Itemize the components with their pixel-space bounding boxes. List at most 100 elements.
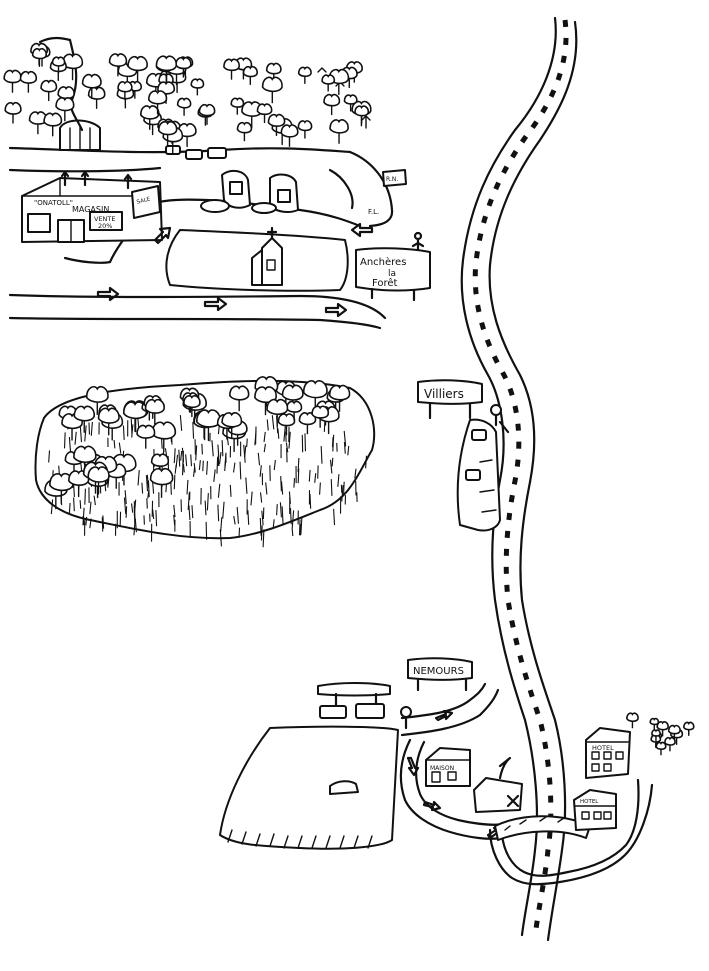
tree-icon: [73, 405, 95, 433]
tree-icon: [51, 56, 66, 74]
tree-icon: [127, 55, 148, 83]
tree-icon: [261, 76, 283, 104]
villiers-area: Villiers: [417, 379, 510, 532]
vente-percent-label: 20%: [98, 222, 112, 230]
tree-icon: [28, 111, 48, 135]
tree-icon: [61, 53, 84, 81]
tree-icon: [87, 86, 106, 109]
shop-side-sign-label: SALE: [136, 196, 151, 206]
ancheres-sign-line2: la: [388, 269, 396, 279]
tree-icon: [81, 73, 102, 100]
tree-icon: [147, 90, 168, 115]
tree-icon: [55, 96, 75, 122]
ancheres-sign-line3: Forêt: [372, 277, 398, 289]
tree-icon: [49, 472, 74, 505]
magasin-shop: "ONATOLL" MAGASIN VENTE 20% SALE: [21, 170, 163, 243]
tree-icon: [221, 412, 243, 439]
tree-icon: [236, 121, 253, 142]
tree-icon: [302, 380, 328, 412]
fl-label: F.L.: [368, 208, 379, 216]
tree-icon: [311, 405, 330, 428]
tree-icon: [256, 103, 273, 124]
bridge: [494, 815, 591, 841]
tree-icon: [122, 401, 148, 433]
tree-icon: [151, 421, 177, 453]
tree-icon: [108, 53, 128, 77]
tree-icon: [354, 105, 370, 124]
tree-icon: [190, 78, 205, 96]
tree-icon: [297, 120, 313, 139]
cars-top: [165, 145, 227, 160]
tree-icon: [31, 47, 47, 67]
tree-icon: [176, 97, 192, 116]
tree-icon: [280, 124, 299, 147]
tree-icon: [87, 466, 110, 495]
traffic-arrows: [96, 222, 374, 318]
tree-icon: [195, 409, 221, 442]
tree-icon: [149, 467, 174, 498]
tree-icon: [242, 65, 258, 86]
tree-icon: [19, 70, 38, 93]
tree-icon: [664, 736, 676, 752]
tree-icon: [343, 94, 358, 112]
tree-icon: [626, 712, 639, 729]
tree-icon: [155, 55, 177, 83]
tree-icon: [223, 58, 240, 80]
top-inset-service-area: "ONATOLL" MAGASIN VENTE 20% SALE: [8, 36, 431, 330]
tree-icon: [667, 724, 681, 741]
tree-icon: [683, 721, 695, 737]
magasin-quote-label: "ONATOLL": [34, 199, 73, 207]
tree-icon: [117, 80, 133, 101]
tree-icon: [40, 79, 58, 102]
tree-icon: [136, 424, 156, 449]
tree-icon: [198, 103, 216, 125]
tree-icon: [323, 93, 341, 116]
tree-icon: [175, 56, 192, 78]
tree-icon: [139, 105, 160, 130]
tree-icon: [649, 717, 660, 730]
station-building: [473, 756, 523, 813]
tree-icon: [328, 384, 351, 412]
tree-icon: [266, 398, 289, 427]
fl-sign-top-label: R.N.: [386, 176, 398, 183]
toll-gate-icon: [59, 119, 101, 151]
middle-forest: [34, 376, 376, 548]
hotel-building-lower: HOTEL: [573, 789, 617, 831]
maison-label: MAISON: [430, 765, 454, 772]
tree-icon: [254, 386, 277, 416]
tree-icon: [656, 721, 669, 737]
highway: [460, 16, 578, 942]
tree-icon: [241, 101, 263, 129]
tree-icon: [97, 407, 120, 436]
tree-icon: [297, 66, 312, 85]
fl-sign: R.N. F.L.: [368, 169, 407, 216]
fuel-pumps: [200, 169, 299, 214]
villiers-sign-label: Villiers: [424, 387, 464, 401]
tree-icon: [4, 101, 22, 124]
tree-icon: [230, 97, 245, 115]
tree-icon: [267, 113, 286, 137]
magasin-name-label: MAGASIN: [72, 205, 109, 214]
hotel-building-top: HOTEL: [585, 727, 631, 779]
vente-label: VENTE: [94, 215, 116, 223]
tree-icon: [183, 394, 201, 418]
church-icon: [251, 226, 283, 286]
ancheres-sign: Anchères la Forêt: [355, 247, 431, 302]
tree-icon: [329, 119, 349, 144]
tree-icon: [651, 729, 661, 742]
tree-icon: [655, 741, 667, 756]
tree-icon: [85, 385, 109, 416]
small-forest-right: [626, 712, 695, 756]
tree-icon: [228, 385, 250, 412]
hotel-top-label: HOTEL: [592, 744, 614, 752]
maison-building: MAISON: [425, 747, 471, 787]
tree-icon: [144, 398, 165, 425]
nemours-area: NEMOURS: [219, 657, 654, 886]
tree-icon: [286, 400, 303, 422]
tree-icon: [157, 120, 178, 146]
tree-icon: [321, 74, 336, 92]
top-forest: [3, 42, 372, 154]
ancheres-sign-line1: Anchères: [360, 256, 406, 268]
